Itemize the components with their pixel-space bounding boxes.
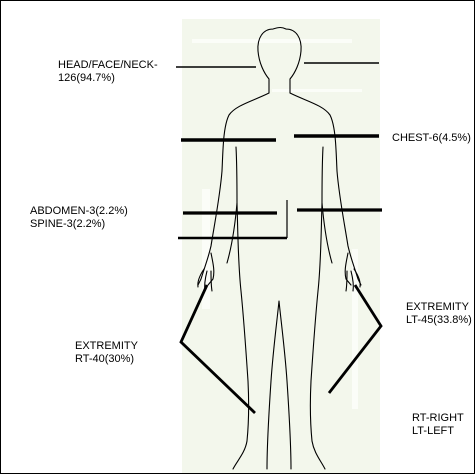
head-face-neck-label: HEAD/FACE/NECK- 126(94.7%) <box>58 59 158 85</box>
legend-right: RT-RIGHT <box>412 412 464 425</box>
extremity-rt-title: EXTREMITY <box>75 340 138 353</box>
right-inner-arm <box>322 147 332 263</box>
head-face-neck-title: HEAD/FACE/NECK- <box>58 59 158 72</box>
head-outline <box>258 28 301 94</box>
extremity-lt-bracket <box>329 285 381 393</box>
extremity-rt-label: EXTREMITY RT-40(30%) <box>75 340 138 366</box>
extremity-rt-value: RT-40(30%) <box>75 353 138 366</box>
chest-label: CHEST-6(4.5%) <box>392 132 471 145</box>
extremity-lt-title: EXTREMITY <box>406 301 472 314</box>
extremity-lt-label: EXTREMITY LT-45(33.8%) <box>406 301 472 327</box>
left-body-outline <box>198 93 269 285</box>
extremity-lt-value: LT-45(33.8%) <box>406 314 472 327</box>
abdomen-label: ABDOMEN-3(2.2%) <box>30 205 128 218</box>
left-leg-outline <box>233 203 249 469</box>
head-face-neck-value: 126(94.7%) <box>58 72 158 85</box>
extremity-rt-bracket <box>181 285 255 413</box>
legend-left: LT-LEFT <box>412 425 464 438</box>
left-inner-arm <box>227 147 237 263</box>
right-leg-outline <box>310 203 325 469</box>
right-body-outline <box>290 93 361 285</box>
spine-label: SPINE-3(2.2%) <box>30 218 128 231</box>
inner-leg-outline <box>267 301 291 469</box>
side-legend: RT-RIGHT LT-LEFT <box>412 412 464 438</box>
abdomen-spine-label: ABDOMEN-3(2.2%) SPINE-3(2.2%) <box>30 205 128 231</box>
